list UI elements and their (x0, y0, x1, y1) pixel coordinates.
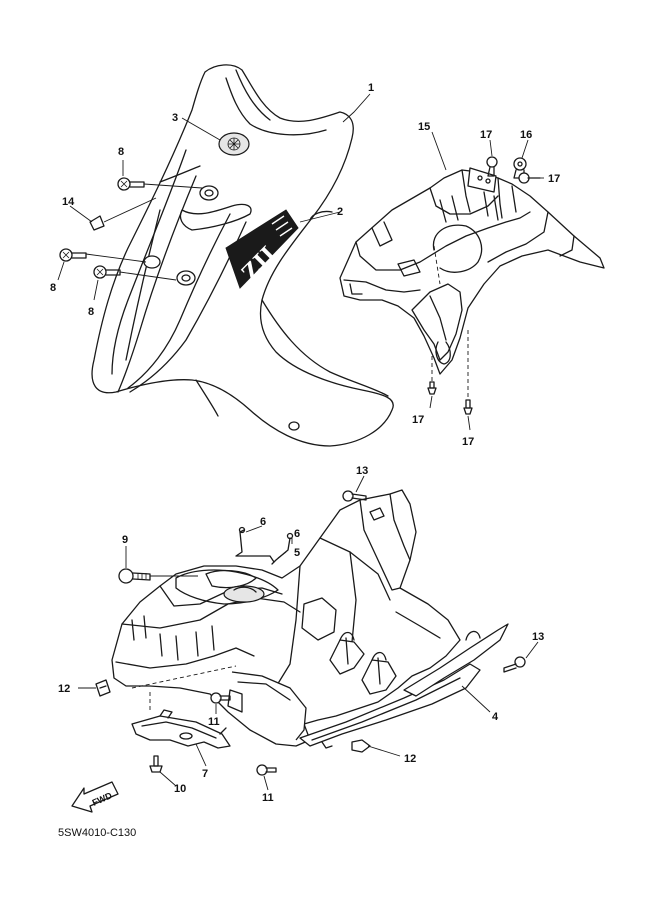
callout-17: 17 (548, 173, 560, 185)
callout-1: 1 (368, 82, 374, 94)
callout-6: 6 (294, 528, 300, 540)
callout-3: 3 (172, 112, 178, 124)
callout-12: 12 (58, 683, 70, 695)
side-strip-part (299, 623, 509, 749)
fwd-arrow: FWD (71, 781, 119, 813)
bolt-part (118, 568, 151, 584)
inner-frame-part (339, 167, 605, 398)
callout-labels: 1 2 3 8 14 8 8 15 17 16 17 17 17 13 6 6 … (50, 82, 560, 804)
callout-5: 5 (294, 547, 300, 559)
wire-clip-part (235, 526, 294, 565)
leader-lines-upper-left (57, 93, 371, 301)
callout-17: 17 (412, 414, 424, 426)
screw-part (149, 490, 526, 776)
callout-14: 14 (62, 196, 75, 208)
callout-8: 8 (50, 282, 56, 294)
bracket-part (131, 709, 231, 749)
diagram-code: 5SW4010-C130 (58, 827, 136, 839)
leader-lines-upper-right (429, 131, 544, 431)
screw-part (427, 156, 541, 415)
callout-10: 10 (174, 783, 186, 795)
callout-15: 15 (418, 121, 430, 133)
callout-17: 17 (480, 129, 492, 141)
callout-13: 13 (356, 465, 368, 477)
clip-part (95, 679, 371, 753)
callout-17: 17 (462, 436, 474, 448)
callout-6: 6 (260, 516, 266, 528)
leader-lines-lower (78, 475, 539, 791)
callout-8: 8 (88, 306, 94, 318)
callout-2: 2 (337, 206, 343, 218)
screw-part (59, 177, 145, 279)
emblem-part (218, 132, 250, 156)
callout-9: 9 (122, 534, 128, 546)
leg-shield-part (111, 489, 461, 747)
callout-12: 12 (404, 753, 416, 765)
callout-11: 11 (262, 792, 274, 804)
callout-8: 8 (118, 146, 124, 158)
callout-7: 7 (202, 768, 208, 780)
callout-16: 16 (520, 129, 532, 141)
callout-4: 4 (492, 711, 499, 723)
clip-part (89, 215, 105, 231)
callout-11: 11 (208, 716, 220, 728)
callout-13: 13 (532, 631, 544, 643)
